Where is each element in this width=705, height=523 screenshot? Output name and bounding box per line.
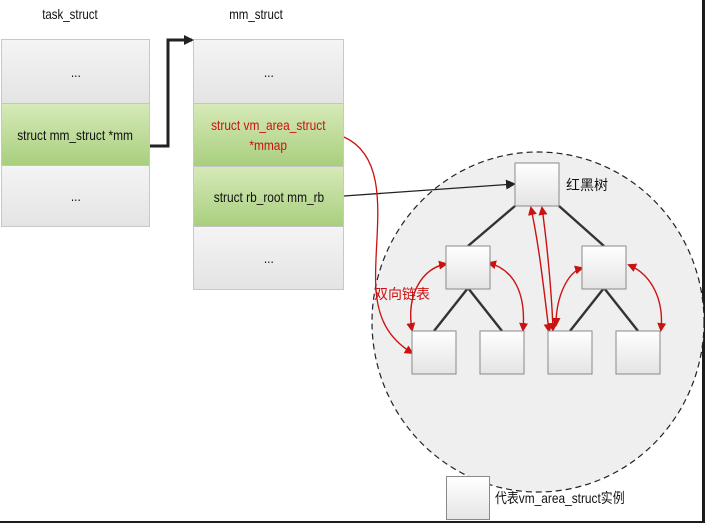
node-rr xyxy=(615,330,661,375)
mm-struct-cell-bottom: ... xyxy=(194,226,343,289)
node-ll xyxy=(411,330,457,375)
node-root xyxy=(514,162,560,207)
doubly-linked-list-label: 双向链表 xyxy=(374,287,430,303)
right-frame-edge xyxy=(702,0,705,523)
rb-tree-label: 红黑树 xyxy=(566,178,608,194)
node-right xyxy=(581,245,627,290)
node-left xyxy=(445,245,491,290)
mm-struct-title: mm_struct xyxy=(229,6,283,22)
node-lr xyxy=(479,330,525,375)
mmap-arrow xyxy=(343,136,414,355)
task-struct-title: task_struct xyxy=(42,6,98,22)
task-struct-cell-bottom: ... xyxy=(2,165,149,226)
legend-vma-box xyxy=(446,476,490,520)
list-links xyxy=(406,206,667,333)
tree-nodes xyxy=(411,162,661,375)
task-struct-box: ... struct mm_struct *mm ... xyxy=(1,39,150,227)
bottom-frame-edge xyxy=(0,521,705,523)
task-struct-cell-mm: struct mm_struct *mm xyxy=(2,103,149,165)
mm-struct-cell-mm-rb: struct rb_root mm_rb xyxy=(194,166,343,226)
legend-text: 代表vm_area_struct实例 xyxy=(495,490,625,506)
mm-struct-cell-top: ... xyxy=(194,40,343,103)
task-struct-cell-top: ... xyxy=(2,40,149,103)
mm-rb-arrow xyxy=(343,179,516,197)
mm-struct-cell-mmap: struct vm_area_struct *mmap xyxy=(194,103,343,166)
mm-pointer-arrow xyxy=(150,35,194,148)
mm-struct-box: ... struct vm_area_struct *mmap struct r… xyxy=(193,39,344,290)
node-rl xyxy=(547,330,593,375)
